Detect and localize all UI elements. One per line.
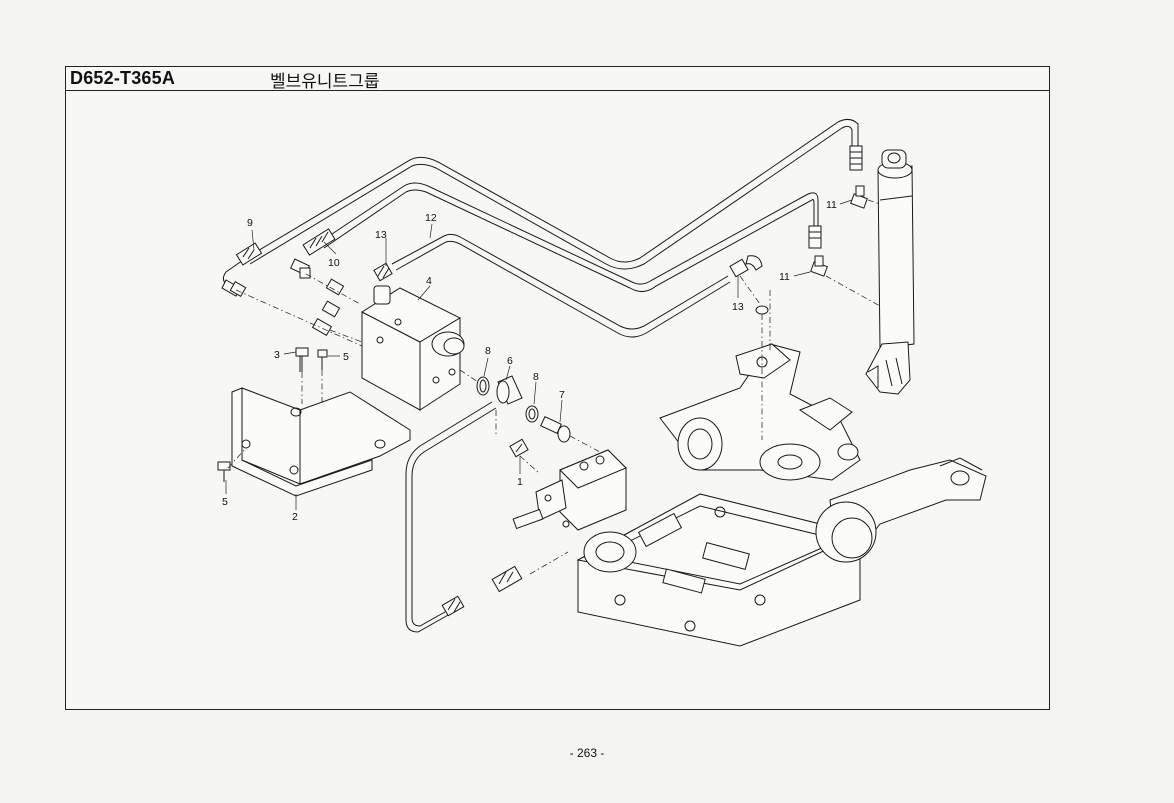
fitting-13-right [729, 255, 769, 315]
adapter-fittings [311, 278, 345, 337]
pipe-9 [222, 118, 859, 291]
pipe-10 [319, 182, 819, 292]
banjo-bolt-7 [540, 416, 571, 443]
bolt-5-upper [317, 349, 328, 370]
rockshaft-arms [659, 343, 861, 481]
mounting-bracket [231, 387, 411, 497]
lift-arm-right [815, 457, 987, 563]
valve-block [360, 285, 465, 411]
lift-cylinder [865, 149, 915, 395]
fitting-13-left [373, 262, 393, 282]
bolt-3 [295, 347, 309, 372]
pipe-lower [405, 401, 497, 633]
drawing-code: D652-T365A [70, 68, 176, 88]
o-ring-8-right [525, 405, 539, 423]
hose-fitting-10 [302, 228, 336, 256]
adapter-lower [491, 565, 523, 593]
o-ring-8-left [476, 376, 490, 396]
hose-fitting-9 [235, 242, 263, 266]
nipple-1 [509, 438, 529, 458]
lift-housing [576, 493, 862, 647]
callout-leaders [225, 199, 853, 510]
elbow-11-lower [810, 255, 828, 277]
elbow-fitting-mid [289, 258, 311, 279]
union-6 [496, 375, 523, 405]
pipe-nut-lower [441, 595, 465, 617]
pipe-12 [391, 233, 731, 338]
elbow-fitting-left [221, 279, 247, 298]
elbow-11-upper [850, 185, 868, 209]
group-title: 벨브유니트그룹 [270, 72, 380, 92]
bolt-5-lower [217, 461, 231, 482]
assembly-guide-lines [227, 199, 881, 575]
page-number: - 263 - [569, 746, 605, 760]
title-bar: D652-T365A 벨브유니트그룹 [66, 67, 1049, 92]
control-valve [512, 449, 627, 531]
hose-fitting-right [808, 145, 863, 249]
